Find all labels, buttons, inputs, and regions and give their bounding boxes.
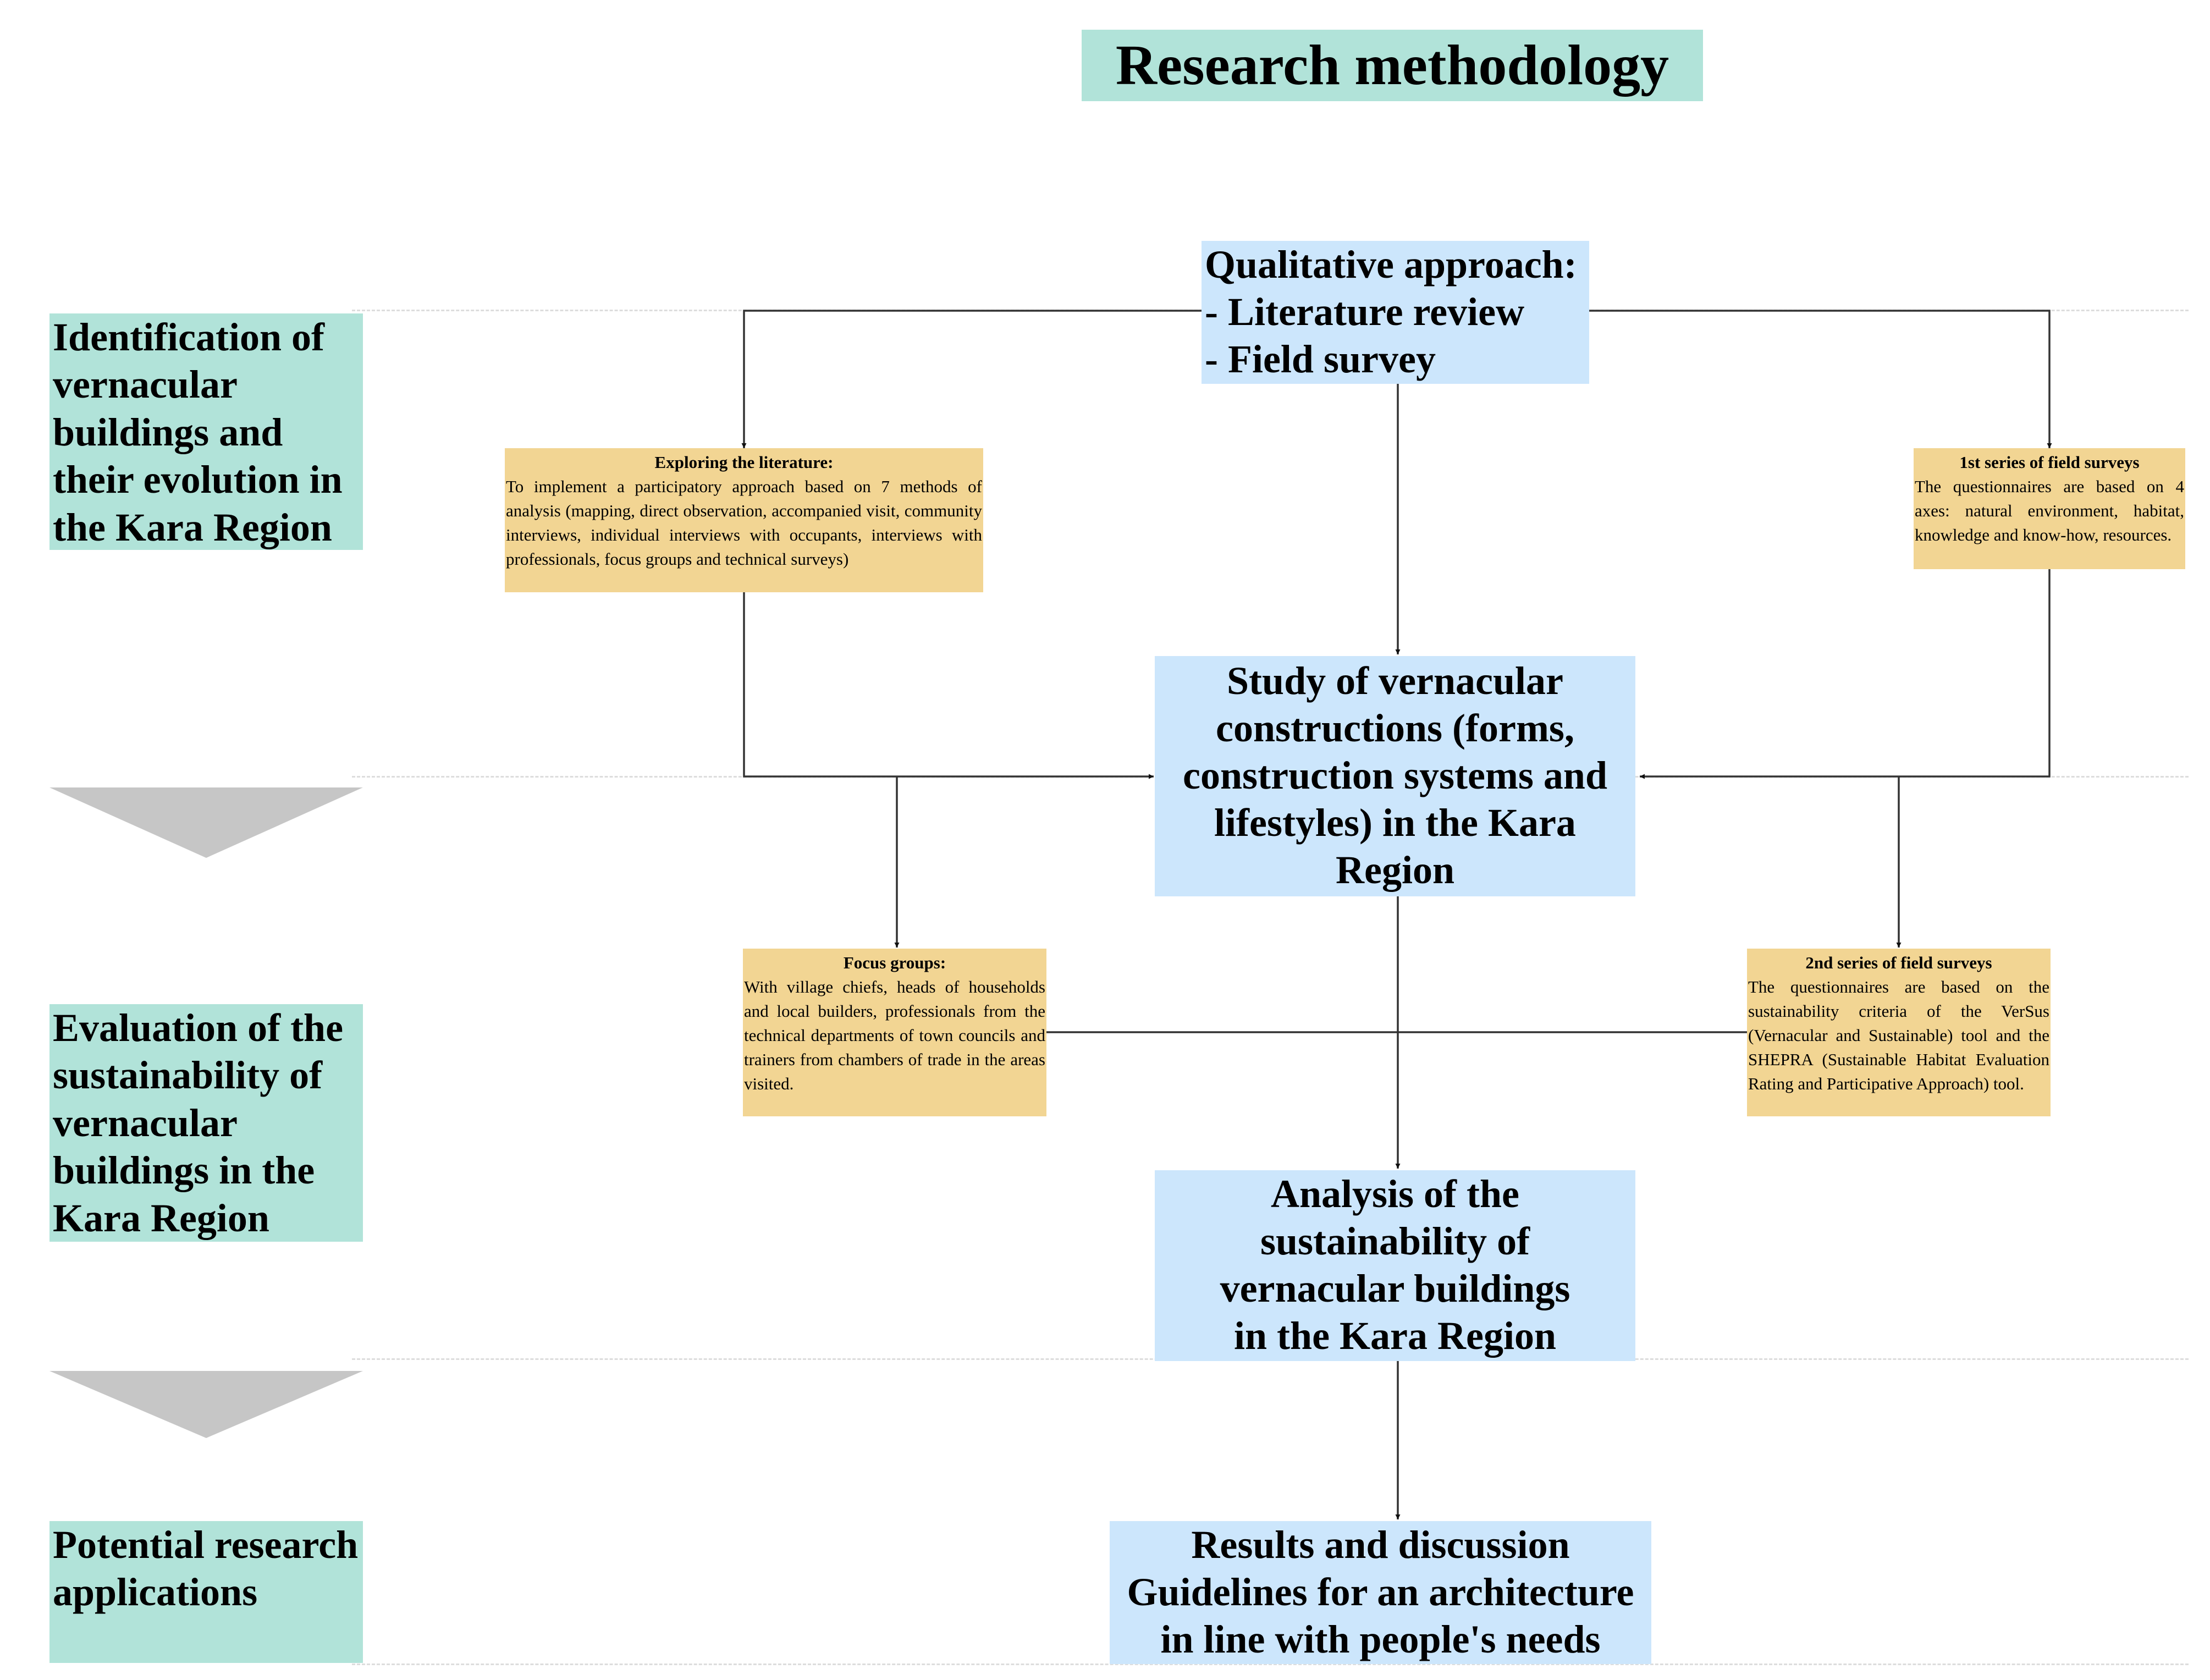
arrow-qualitative-to-survey1 (1589, 310, 2052, 448)
chevron-down-icon (49, 787, 363, 858)
phase-applications: Potential research applications (49, 1521, 363, 1663)
chevron-down-icon (49, 1371, 363, 1438)
phase-evaluation: Evaluation of the sustainability of vern… (49, 1004, 363, 1242)
qualitative-heading: Qualitative approach: (1205, 243, 1577, 287)
focus-body: With village chiefs, heads of households… (744, 977, 1045, 1094)
survey2-heading: 2nd series of field surveys (1805, 953, 1992, 972)
arrow-literature-to-study (743, 592, 1154, 779)
qualitative-approach-box: Qualitative approach: - Literature revie… (1202, 241, 1589, 384)
results-box: Results and discussion Guidelines for an… (1110, 1521, 1651, 1664)
separator-line (352, 1664, 2189, 1665)
survey1-heading: 1st series of field surveys (1959, 453, 2140, 472)
page-title: Research methodology (1082, 30, 1703, 101)
literature-body: To implement a participatory approach ba… (506, 477, 982, 569)
survey2-note: 2nd series of field surveys The question… (1747, 949, 2051, 1116)
results-heading: Results and discussion (1191, 1523, 1570, 1567)
literature-note: Exploring the literature: To implement a… (505, 448, 983, 592)
analysis-box: Analysis of the sustainability of vernac… (1155, 1170, 1635, 1361)
study-box: Study of vernacular constructions (forms… (1155, 656, 1635, 896)
qualitative-item-field: - Field survey (1205, 337, 1436, 381)
literature-heading: Exploring the literature: (654, 453, 834, 472)
survey1-body: The questionnaires are based on 4 axes: … (1915, 477, 2184, 545)
survey1-note: 1st series of field surveys The question… (1914, 448, 2185, 569)
survey2-body: The questionnaires are based on the sust… (1748, 977, 2049, 1094)
results-guidelines: Guidelines for an architecture in line w… (1127, 1570, 1634, 1661)
phase-identification: Identification of vernacular buildings a… (49, 313, 363, 550)
arrow-qualitative-to-literature (741, 310, 1202, 448)
arrow-survey1-to-study (1640, 569, 2051, 779)
focus-groups-note: Focus groups: With village chiefs, heads… (743, 949, 1046, 1116)
qualitative-item-literature: - Literature review (1205, 290, 1525, 334)
focus-heading: Focus groups: (843, 953, 946, 972)
